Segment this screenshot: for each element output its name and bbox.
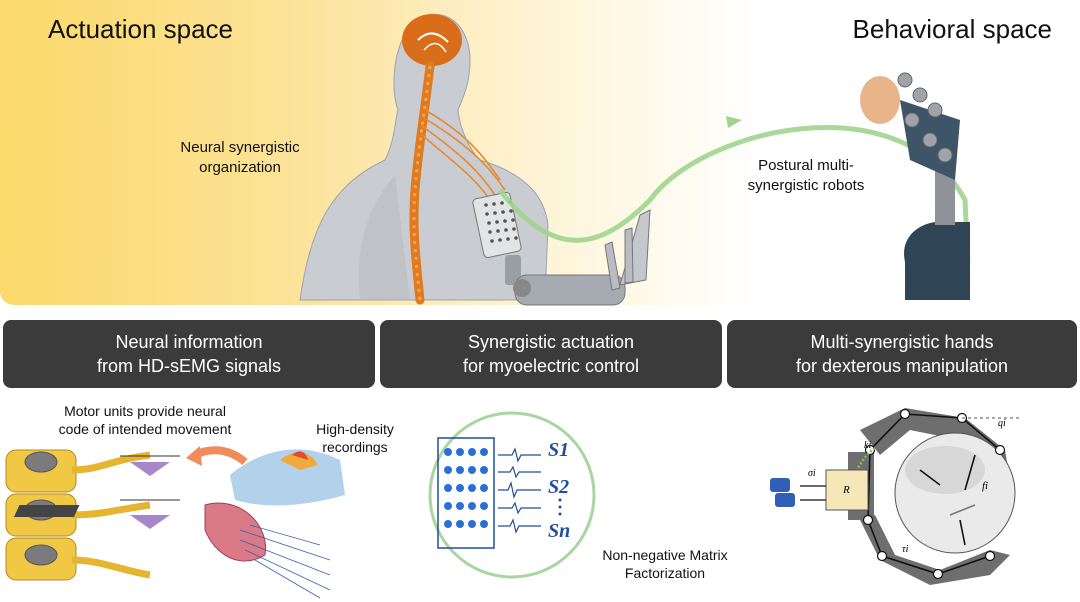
panel-neural-line1: Neural information	[115, 332, 263, 352]
synergy-label-2: S2	[548, 476, 570, 498]
panel-actuation-line2: for myoelectric control	[462, 356, 640, 376]
synergy-label-1: S1	[548, 439, 570, 461]
panel-hands-line1: Multi-synergistic hands	[810, 332, 994, 352]
gripper-label-sigma: σi	[808, 468, 816, 479]
human-torso-illustration	[299, 13, 651, 306]
hd-recordings-caption: High-density recordings	[300, 420, 410, 456]
gripper-label-k: ki	[864, 440, 872, 451]
gripper-label-f: fi	[982, 480, 989, 492]
panel-synergistic-actuation: Synergistic actuation for myoelectric co…	[380, 320, 722, 388]
postural-caption-line2: synergistic robots	[747, 177, 865, 194]
actuation-space-title: Actuation space	[48, 14, 234, 44]
hd-recordings-line2: recordings	[322, 439, 388, 455]
postural-caption-line1: Postural multi-	[758, 157, 854, 174]
panel-neural-line2: from HD-sEMG signals	[96, 356, 282, 376]
motor-units-line1: Motor units provide neural	[64, 403, 226, 419]
gripper-label-q: qi	[998, 418, 1006, 429]
spinal-cord-segments-illustration	[5, 446, 345, 599]
postural-caption: Postural multi- synergistic robots	[716, 156, 896, 196]
synergy-flow-arrow	[498, 125, 971, 263]
synergy-label-n: Sn	[548, 520, 571, 542]
neural-synergy-caption-line1: Neural synergistic	[180, 139, 300, 156]
nmf-synergy-illustration	[428, 411, 596, 579]
motor-units-line2: code of intended movement	[58, 421, 232, 437]
neural-synergy-caption: Neural synergistic organization	[150, 138, 330, 178]
neural-synergy-caption-line2: organization	[199, 159, 281, 176]
nmf-line2: Factorization	[624, 565, 706, 581]
panel-neural-information: Neural information from HD-sEMG signals	[3, 320, 375, 388]
robot-hand-illustration	[860, 72, 970, 300]
arrowhead-icon	[726, 116, 742, 128]
soft-gripper-diagram	[770, 408, 1022, 585]
behavioral-space-title: Behavioral space	[852, 14, 1052, 44]
gripper-label-R: R	[843, 484, 850, 496]
gripper-label-tau: τi	[902, 544, 909, 555]
panel-multi-synergistic-hands: Multi-synergistic hands for dexterous ma…	[727, 320, 1077, 388]
panel-actuation-line1: Synergistic actuation	[467, 332, 635, 352]
nmf-line1: Non-negative Matrix	[602, 547, 728, 563]
hd-recordings-line1: High-density	[316, 421, 394, 437]
motor-units-caption: Motor units provide neural code of inten…	[40, 402, 250, 438]
panel-hands-line2: for dexterous manipulation	[795, 356, 1009, 376]
nmf-caption: Non-negative Matrix Factorization	[590, 546, 740, 582]
